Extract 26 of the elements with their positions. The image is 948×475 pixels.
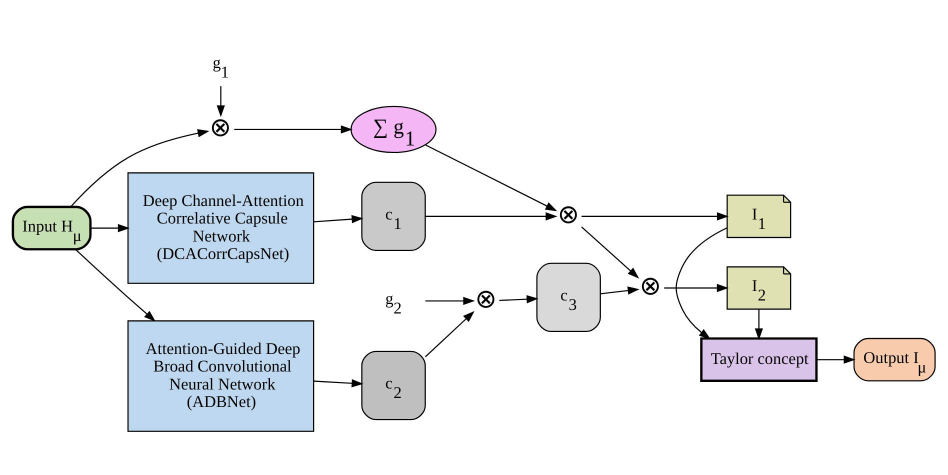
arrow bbox=[70, 129, 210, 208]
arrow bbox=[234, 125, 353, 134]
arrow bbox=[314, 379, 364, 388]
arrow bbox=[754, 309, 764, 340]
node-box: Attention-Guided Deep Broad Convolutional Neural Network (ADBNet) bbox=[127, 320, 314, 432]
node-text: ⊗ bbox=[475, 284, 498, 314]
arrow bbox=[676, 227, 728, 340]
node-text: ⊗ bbox=[210, 113, 232, 142]
arrow bbox=[216, 86, 225, 118]
arrow bbox=[664, 284, 729, 292]
arrow bbox=[425, 144, 558, 212]
node-text: ⊗ bbox=[640, 272, 662, 301]
arrow bbox=[816, 356, 856, 364]
arrow bbox=[314, 215, 364, 224]
node-box: Deep Channel-Attention Correlative Capsule Network (DCACorrCapsNet) bbox=[127, 172, 314, 284]
arrow bbox=[581, 226, 640, 279]
arrow bbox=[424, 310, 475, 358]
node-box: Taylor concept bbox=[700, 337, 818, 382]
arrow bbox=[425, 296, 475, 306]
arrow bbox=[426, 212, 558, 220]
arrow bbox=[75, 249, 156, 322]
arrow bbox=[600, 286, 640, 295]
arrow bbox=[582, 212, 729, 220]
arrow bbox=[499, 295, 538, 304]
arrow bbox=[90, 224, 130, 232]
node-text: ⊗ bbox=[557, 200, 580, 229]
